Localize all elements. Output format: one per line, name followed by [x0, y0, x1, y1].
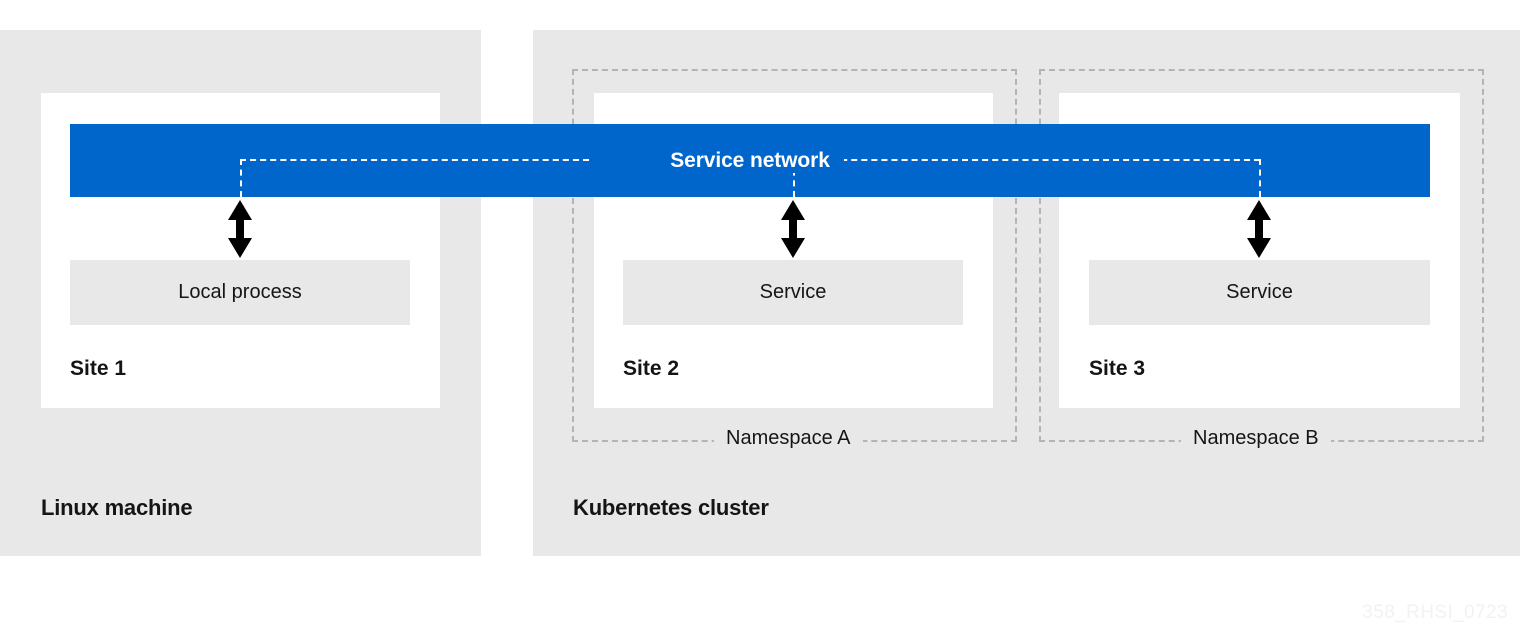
workload-box-local-process: Local process — [70, 260, 410, 325]
service-network-link-spine-left — [240, 159, 589, 161]
workload-label-1: Local process — [178, 281, 302, 303]
connector-arrow-site-1 — [228, 200, 252, 258]
workload-box-service-site-3: Service — [1089, 260, 1430, 325]
service-network-link-spine-right — [670, 159, 1260, 161]
namespace-label-b: Namespace B — [1181, 425, 1331, 451]
service-network-label: Service network — [70, 124, 1430, 197]
environment-label-kubernetes: Kubernetes cluster — [573, 495, 769, 520]
site-label-3: Site 3 — [1089, 357, 1146, 380]
environment-label-linux: Linux machine — [41, 495, 193, 520]
service-network-link-drop-site-3 — [1259, 159, 1261, 197]
service-network-link-drop-site-2 — [793, 159, 795, 197]
watermark-text: 358_RHSI_0723 — [1362, 602, 1508, 623]
connector-arrow-site-3 — [1247, 200, 1271, 258]
service-network-bar: Service network — [70, 124, 1430, 197]
workload-label-3: Service — [1226, 281, 1293, 303]
site-label-1: Site 1 — [70, 357, 127, 380]
service-network-link-drop-site-1 — [240, 159, 242, 197]
workload-box-service-site-2: Service — [623, 260, 963, 325]
service-network-label-text: Service network — [656, 148, 844, 173]
namespace-label-a: Namespace A — [714, 425, 863, 451]
site-label-2: Site 2 — [623, 357, 680, 380]
workload-label-2: Service — [759, 281, 827, 303]
connector-arrow-site-2 — [781, 200, 805, 258]
